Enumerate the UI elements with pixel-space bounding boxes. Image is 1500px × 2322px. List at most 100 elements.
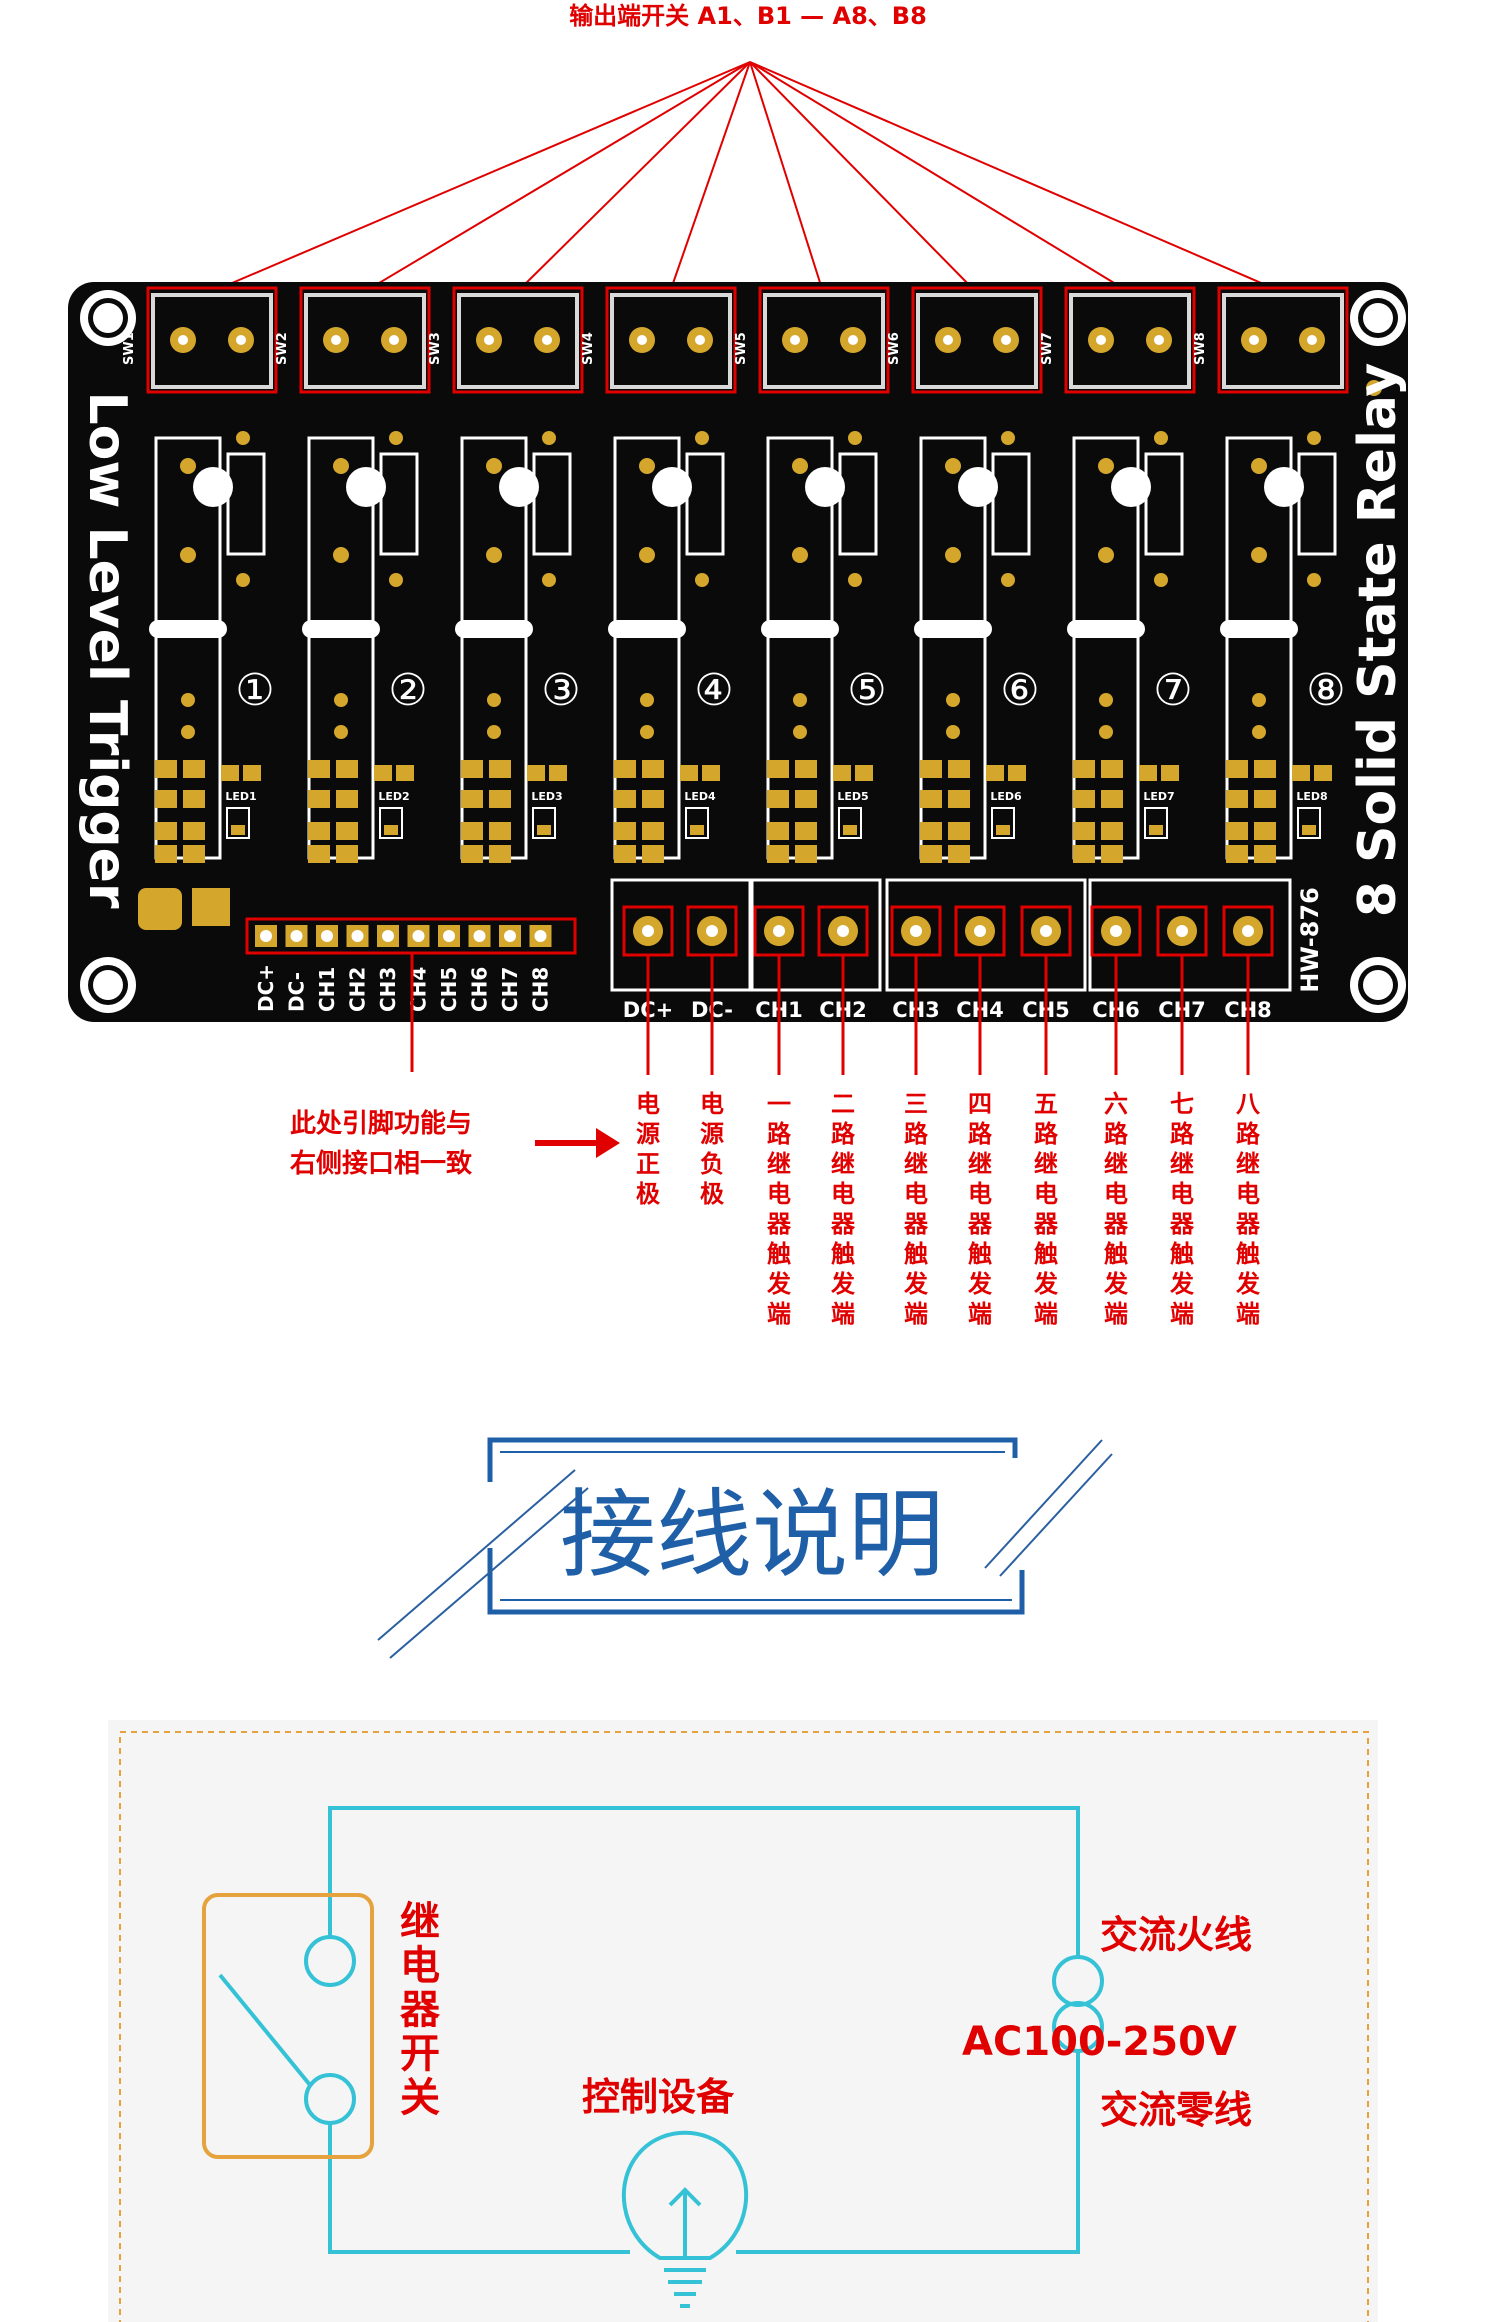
resistor-pad-top <box>1307 431 1321 445</box>
smd-pad <box>308 790 330 808</box>
terminal-description: 电源正极 <box>636 1090 660 1208</box>
led-pad <box>231 825 245 835</box>
output-terminal-hole <box>637 335 647 345</box>
header-pin-hole <box>290 930 303 942</box>
output-terminal-highlight <box>605 286 737 394</box>
lightbulb-icon <box>621 2130 749 2308</box>
channel-number: ③ <box>541 665 580 716</box>
ac-live-label: 交流火线 <box>1100 1913 1252 1957</box>
ssr-pin <box>180 547 196 563</box>
resistor-outline <box>1144 452 1184 556</box>
input-terminal-hole <box>1242 925 1254 937</box>
input-terminal-9: CH7 <box>1156 905 1208 1075</box>
led-outline <box>1144 807 1168 839</box>
ssr-divider <box>914 620 992 638</box>
smd-pad <box>1226 790 1248 808</box>
board-right-text: 8 Solid State Relay <box>1348 363 1408 918</box>
output-terminal-hole <box>1096 335 1106 345</box>
resistor-pad-top <box>1154 431 1168 445</box>
input-terminal-hole <box>1176 925 1188 937</box>
ac-neutral-terminal <box>1052 2001 1104 2053</box>
header-pin-label: CH2 <box>346 967 370 1012</box>
smd-pad <box>920 790 942 808</box>
output-terminal-hole <box>331 335 341 345</box>
output-terminal-highlight <box>146 286 278 394</box>
led-pad <box>1292 765 1310 781</box>
smd-pad <box>336 845 358 863</box>
output-terminal-highlight <box>299 286 431 394</box>
output-terminal-hole <box>484 335 494 345</box>
pointer-line-sw1 <box>210 61 751 293</box>
terminal-housing <box>610 878 752 992</box>
output-terminal-hole <box>542 335 552 345</box>
led-label: LED5 <box>837 790 868 803</box>
smd-pad <box>336 790 358 808</box>
led-label: LED4 <box>684 790 716 803</box>
ssr-pin <box>487 693 501 707</box>
terminal-description: 六路继电器触发端 <box>1103 1090 1129 1328</box>
resistor-pad-bottom <box>1001 573 1015 587</box>
ssr-divider <box>1220 620 1298 638</box>
led-pad <box>396 765 414 781</box>
led-outline <box>226 807 250 839</box>
smd-pad <box>642 790 664 808</box>
input-terminal-hole <box>773 925 785 937</box>
input-terminal-hole <box>910 925 922 937</box>
header-pin-label: CH6 <box>468 967 492 1012</box>
resistor-pad-bottom <box>1154 573 1168 587</box>
input-terminal-6: CH4 <box>954 905 1006 1075</box>
led-pad <box>221 765 239 781</box>
led-label: LED2 <box>378 790 409 803</box>
ssr-pin <box>333 547 349 563</box>
output-terminal-hole <box>178 335 188 345</box>
smd-pad <box>614 845 636 863</box>
header-pin-label: CH5 <box>437 967 461 1012</box>
smd-pad <box>948 845 970 863</box>
resistor-pad-bottom <box>1307 573 1321 587</box>
pointer-line-sw3 <box>516 61 751 293</box>
switch-blade <box>218 1973 312 2087</box>
smd-pad <box>155 845 177 863</box>
input-terminal-7: CH5 <box>1020 905 1072 1075</box>
varistor <box>346 467 386 507</box>
terminal-description: 二路继电器触发端 <box>830 1090 856 1328</box>
resistor-outline <box>685 452 725 556</box>
switch-label: SW6 <box>887 332 902 365</box>
ssr-pin <box>487 725 501 739</box>
relay-switch-box <box>202 1893 374 2159</box>
resistor-pad-bottom <box>542 573 556 587</box>
ssr-pin <box>945 547 961 563</box>
resistor-pad-bottom <box>848 573 862 587</box>
header-pin-label: CH3 <box>376 967 400 1012</box>
output-terminal-hole <box>389 335 399 345</box>
wiring-title: 接线说明 <box>560 1479 944 1591</box>
led-label: LED3 <box>531 790 562 803</box>
smd-pad <box>183 760 205 778</box>
smd-pad <box>461 760 483 778</box>
pointer-line-sw6 <box>749 61 977 293</box>
led-pad <box>549 765 567 781</box>
led-pad <box>843 825 857 835</box>
terminal-description: 七路继电器触发端 <box>1169 1090 1195 1328</box>
output-terminal-hole <box>848 335 858 345</box>
output-terminal-hole <box>695 335 705 345</box>
led-pad <box>833 765 851 781</box>
smd-pad <box>767 822 789 840</box>
smd-pad <box>795 760 817 778</box>
led-pad <box>243 765 261 781</box>
header-pin-label: CH7 <box>498 967 522 1012</box>
relay-board-diagram: 输出端开关 A1、B1 — A8、B8 Low Level Trigger 8 … <box>68 2 1408 1328</box>
resistor-pad-top <box>848 431 862 445</box>
ssr-divider <box>1067 620 1145 638</box>
ssr-pin <box>793 725 807 739</box>
ssr-pin <box>640 693 654 707</box>
output-switch-header: 输出端开关 A1、B1 — A8、B8 <box>569 2 927 30</box>
led-pad <box>680 765 698 781</box>
resistor-pad-top <box>1001 431 1015 445</box>
switch-label: SW7 <box>1040 332 1055 365</box>
channel-number: ① <box>235 665 274 716</box>
led-pad <box>384 825 398 835</box>
